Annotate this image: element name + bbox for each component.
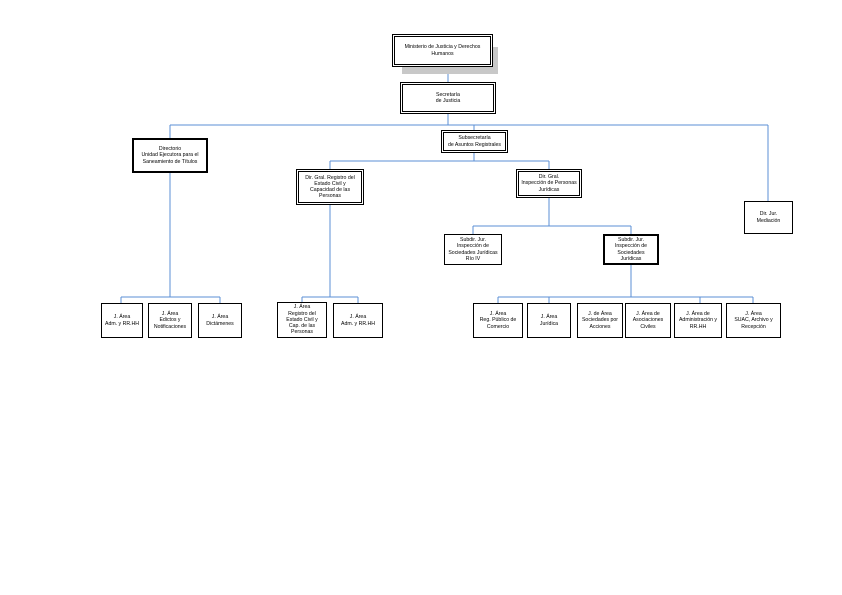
node-label: J. Área de Asociaciones Civiles bbox=[632, 311, 664, 330]
node-label: Ministerio de Justicia y Derechos Humano… bbox=[404, 44, 481, 57]
node-label: J. Área Dictámenes bbox=[206, 314, 234, 327]
node-dir-inspeccion: Dir. Gral. Inspección de Personas Jurídi… bbox=[516, 169, 582, 198]
node-label: J. Área Reg. Público de Comercio bbox=[479, 311, 517, 330]
node-label: J. Área Registro del Estado Civil y Cap.… bbox=[286, 304, 318, 336]
node-label: Subdir. Jur. Inspección de Sociedades Ju… bbox=[448, 237, 498, 262]
node-subdir-sociedades: Subdir. Jur. Inspección de Sociedades Ju… bbox=[603, 234, 659, 265]
node-subsecretaria: Subsecretaría de Asuntos Registrales bbox=[441, 130, 508, 153]
node-secretaria: Secretaría de Justicia bbox=[400, 82, 496, 114]
node-area-registro: J. Área Registro del Estado Civil y Cap.… bbox=[277, 302, 327, 338]
node-label: J. Área Jurídica bbox=[539, 314, 559, 327]
node-area-suac: J. Área SUAC, Archivo y Recepción bbox=[726, 303, 781, 338]
node-directorio: Directorio Unidad Ejecutora para el Sane… bbox=[132, 138, 208, 173]
node-area-administracion: J. Área de Administración y RR.HH bbox=[674, 303, 722, 338]
node-label: J. Área de Administración y RR.HH bbox=[678, 311, 718, 330]
node-area-juridica: J. Área Jurídica bbox=[527, 303, 571, 338]
node-subdir-rio-iv: Subdir. Jur. Inspección de Sociedades Ju… bbox=[444, 234, 502, 265]
node-area-edictos: J. Área Edictos y Notificaciones bbox=[148, 303, 192, 338]
node-area-adm-rrhh: J. Área Adm. y RR.HH bbox=[101, 303, 143, 338]
node-area-adm-rrhh-2: J. Área Adm. y RR.HH bbox=[333, 303, 383, 338]
node-label: Directorio Unidad Ejecutora para el Sane… bbox=[141, 146, 199, 165]
node-area-sociedades-acciones: J. de Área Sociedades por Acciones bbox=[577, 303, 623, 338]
node-label: J. Área Adm. y RR.HH bbox=[104, 314, 139, 327]
node-dir-registro: Dir. Gral. Registro del Estado Civil y C… bbox=[296, 169, 364, 205]
node-label: Subsecretaría de Asuntos Registrales bbox=[447, 135, 502, 148]
node-area-reg-publico: J. Área Reg. Público de Comercio bbox=[473, 303, 523, 338]
node-label: J. Área Adm. y RR.HH bbox=[340, 314, 375, 327]
node-label: Dir. Gral. Inspección de Personas Jurídi… bbox=[521, 174, 577, 193]
node-label: Dir. Gral. Registro del Estado Civil y C… bbox=[305, 174, 355, 200]
node-dir-mediacion: Dir. Jur. Mediación bbox=[744, 201, 793, 234]
node-label: Dir. Jur. Mediación bbox=[756, 211, 781, 224]
node-area-asociaciones: J. Área de Asociaciones Civiles bbox=[625, 303, 671, 338]
node-label: Secretaría de Justicia bbox=[435, 91, 461, 104]
node-label: J. de Área Sociedades por Acciones bbox=[581, 311, 619, 330]
node-ministerio: Ministerio de Justicia y Derechos Humano… bbox=[392, 34, 493, 67]
node-area-dictamenes: J. Área Dictámenes bbox=[198, 303, 242, 338]
node-label: J. Área SUAC, Archivo y Recepción bbox=[734, 311, 773, 330]
node-label: J. Área Edictos y Notificaciones bbox=[153, 311, 187, 330]
node-label: Subdir. Jur. Inspección de Sociedades Ju… bbox=[614, 237, 647, 262]
